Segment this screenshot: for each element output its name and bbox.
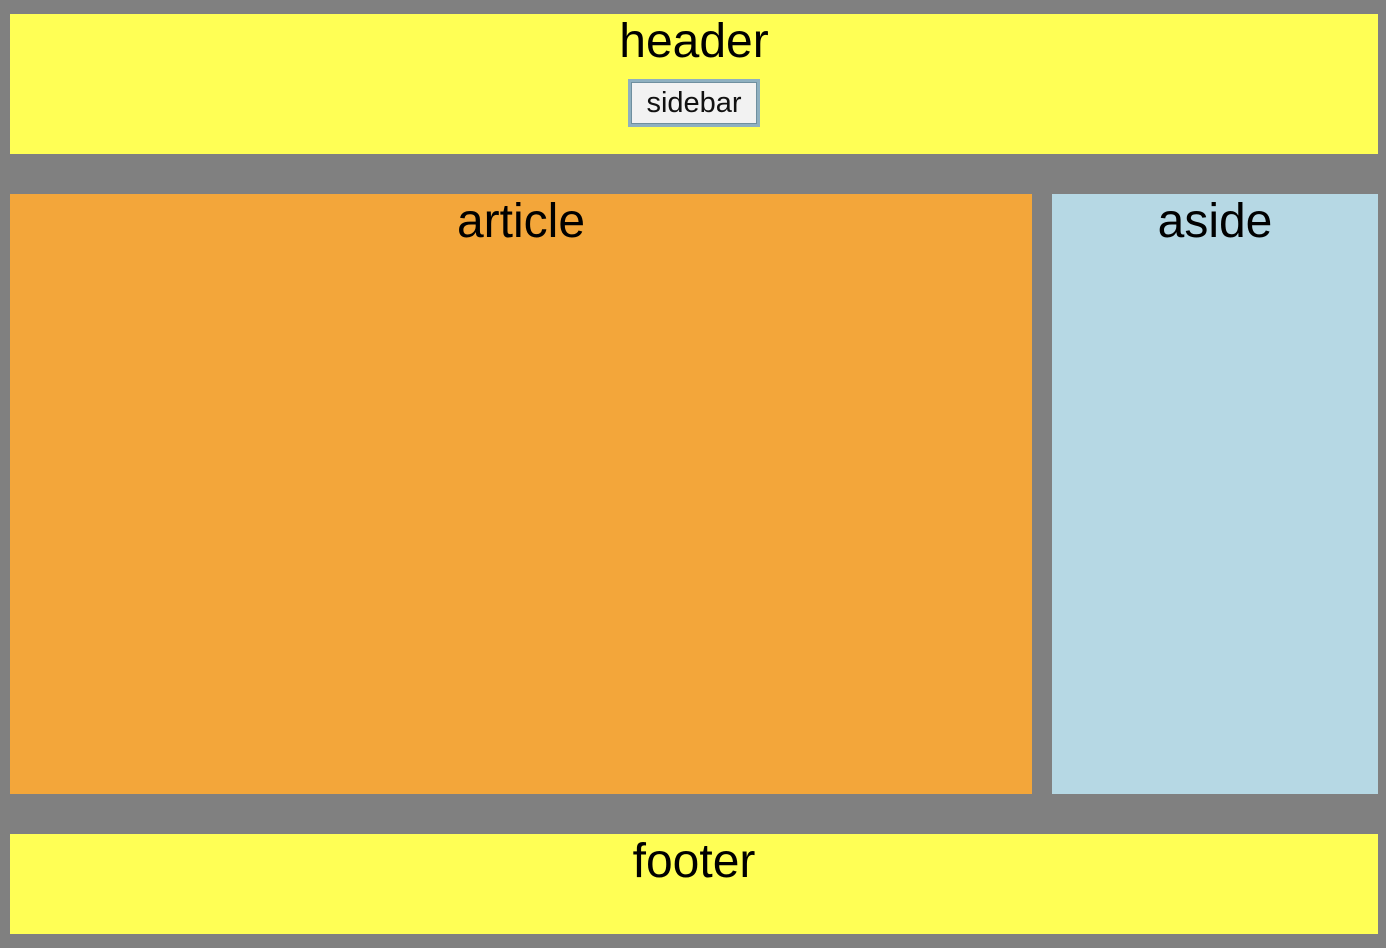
page-header: header sidebar [10, 14, 1378, 154]
footer-title: footer [632, 835, 756, 888]
aside-panel: aside [1052, 194, 1378, 794]
article-panel: article [10, 194, 1032, 794]
sidebar-toggle-button[interactable]: sidebar [628, 79, 760, 127]
page-footer: footer [10, 834, 1378, 934]
article-title: article [456, 195, 586, 248]
aside-title: aside [1157, 195, 1273, 248]
header-title: header [619, 15, 769, 68]
